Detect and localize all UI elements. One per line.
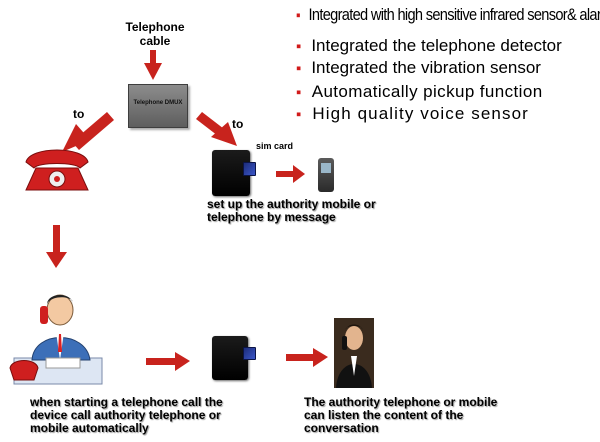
feature-item: ▪Integrated the vibration sensor: [296, 58, 541, 77]
gsm-device-bottom: [212, 336, 248, 380]
sim-card-icon: [243, 162, 256, 176]
office-worker-icon: [9, 294, 103, 385]
sim-card-icon-bottom: [243, 347, 256, 360]
arrow-device-to-businessman: [286, 348, 328, 367]
to-label-left: to: [73, 107, 85, 121]
arrow-telephone-to-worker: [46, 225, 67, 268]
arrow-dmux-to-telephone: [62, 112, 114, 152]
mobile-phone-icon: [318, 158, 334, 192]
sim-card-label: sim card: [256, 141, 294, 151]
bullet-icon: ▪: [296, 7, 301, 24]
arrow-device-to-mobile: [276, 165, 305, 183]
red-telephone-icon: [25, 149, 89, 191]
listen-caption: The authority telephone or mobile can li…: [304, 395, 498, 435]
bullet-icon: ▪: [296, 38, 302, 55]
telephone-cable-label: Telephone cable: [125, 20, 185, 48]
feature-item: ▪Integrated with high sensitive infrared…: [296, 5, 600, 24]
businessman-on-phone-icon: [334, 318, 374, 388]
telephone-dmux-box: Telephone DMUX: [128, 84, 188, 128]
call-caption: when starting a telephone call the devic…: [30, 395, 223, 435]
dmux-label: Telephone DMUX: [133, 100, 183, 106]
to-label-right: to: [232, 117, 244, 131]
arrow-cable-to-dmux: [144, 50, 162, 80]
arrow-dmux-to-device: [196, 112, 237, 146]
feature-item: ▪Automatically pickup function: [296, 82, 543, 101]
feature-item: ▪Integrated the telephone detector: [296, 36, 562, 55]
message-caption: set up the authority mobile or telephone…: [207, 197, 376, 224]
bullet-icon: ▪: [296, 84, 302, 101]
bullet-icon: ▪: [296, 60, 302, 77]
feature-item: ▪High quality voice sensor: [296, 104, 529, 123]
bullet-icon: ▪: [296, 106, 303, 123]
arrow-worker-to-device: [146, 352, 190, 371]
